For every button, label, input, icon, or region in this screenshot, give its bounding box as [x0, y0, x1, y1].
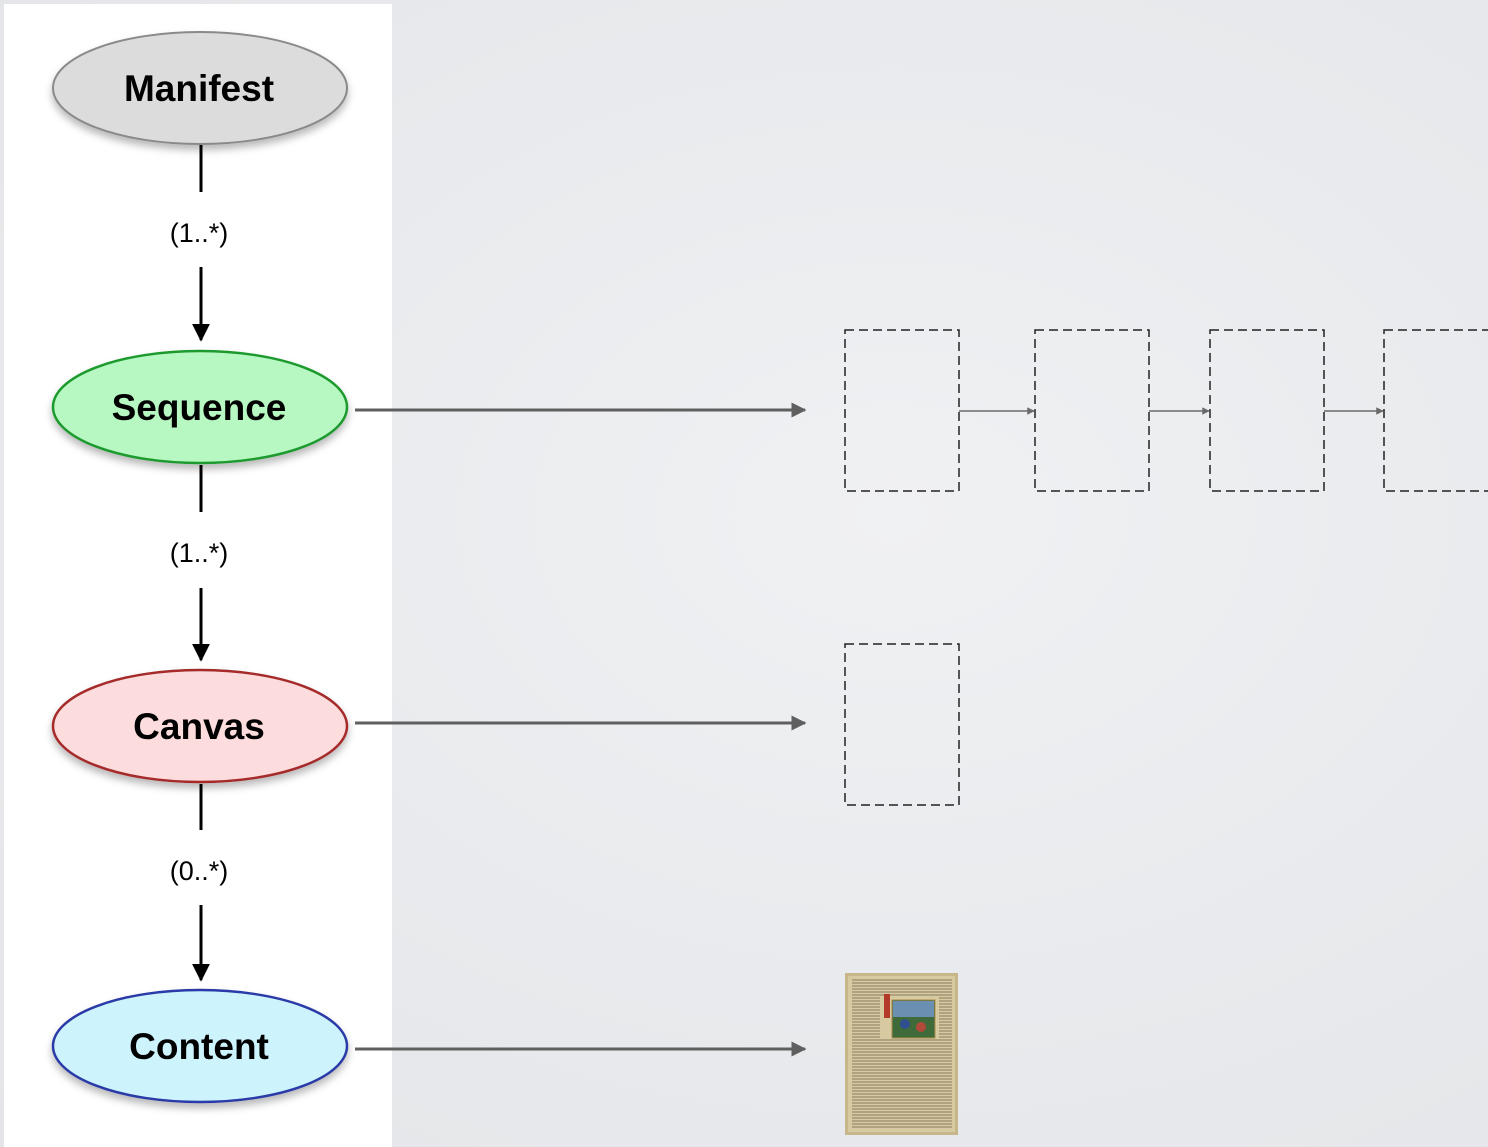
node-content: [51, 988, 349, 1104]
canvas-placeholder: [1034, 329, 1150, 492]
node-sequence: [51, 349, 349, 465]
node-canvas-label: Canvas: [133, 706, 265, 747]
diagram-panel: [4, 4, 392, 1147]
edge-sequence-canvas: (1..*): [170, 465, 229, 662]
canvas-placeholder: [844, 329, 960, 492]
node-manifest: [52, 31, 348, 145]
canvas-placeholder: [1209, 329, 1325, 492]
node-canvas: [51, 668, 349, 784]
canvas-chain: [844, 329, 1488, 492]
edge-manifest-sequence: (1..*): [170, 145, 229, 342]
edge-canvas-content: (0..*): [170, 784, 229, 982]
canvas-placeholder: [844, 643, 960, 806]
multiplicity-label: (1..*): [170, 538, 229, 568]
node-sequence-label: Sequence: [112, 387, 287, 428]
manuscript-page-image: [845, 973, 958, 1135]
canvas-placeholder: [1383, 329, 1488, 492]
node-content-label: Content: [129, 1026, 269, 1067]
multiplicity-label: (1..*): [170, 218, 229, 248]
multiplicity-label: (0..*): [170, 856, 229, 886]
node-manifest-label: Manifest: [124, 68, 274, 109]
